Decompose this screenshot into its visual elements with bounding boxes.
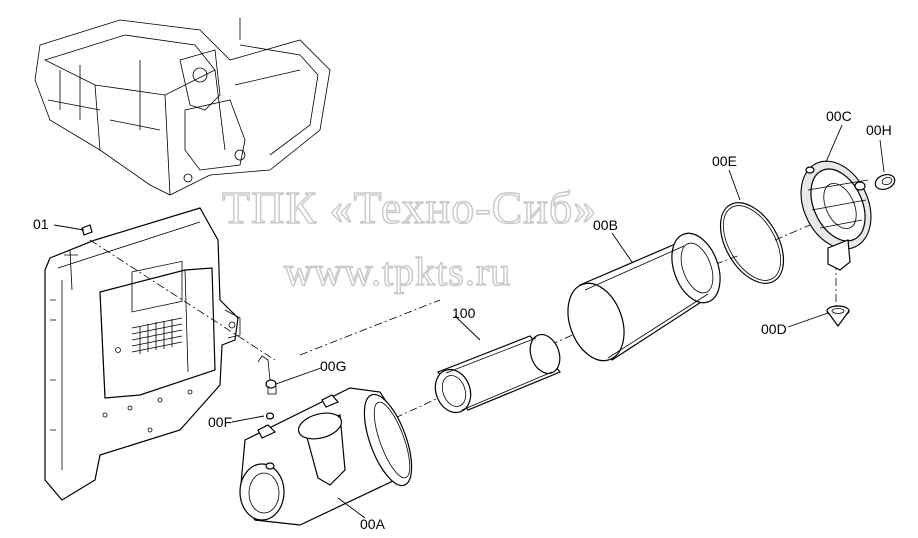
part-00D-valve [826,305,850,328]
label-01: 01 [33,216,49,232]
part-00G-sensor [257,355,277,395]
part-01-mounting-panel [44,207,241,501]
label-00D: 00D [761,321,787,337]
leader-lines [53,124,885,519]
part-00B-outer-filter [567,232,721,362]
machine-overview [34,18,331,196]
part-00C-cover [800,160,872,271]
part-01-bolt [81,224,93,236]
label-00A: 00A [360,516,386,532]
label-00F: 00F [208,414,232,430]
label-00E: 00E [712,153,737,169]
label-100: 100 [452,305,476,321]
label-00H: 00H [866,122,892,138]
label-00B: 00B [593,217,618,233]
part-100-inner-filter [434,334,561,414]
watermark-company: ТПК «Техно-Сиб» [222,182,597,233]
part-00A-housing [239,387,413,526]
part-00H-indicator [874,173,896,191]
part-00F-ring [265,412,275,420]
label-00G: 00G [320,358,346,374]
label-00C: 00C [826,108,852,124]
panel-grille [131,260,183,354]
watermark-url: www.tpkts.ru [284,249,511,294]
part-00E-gasket [719,202,785,284]
